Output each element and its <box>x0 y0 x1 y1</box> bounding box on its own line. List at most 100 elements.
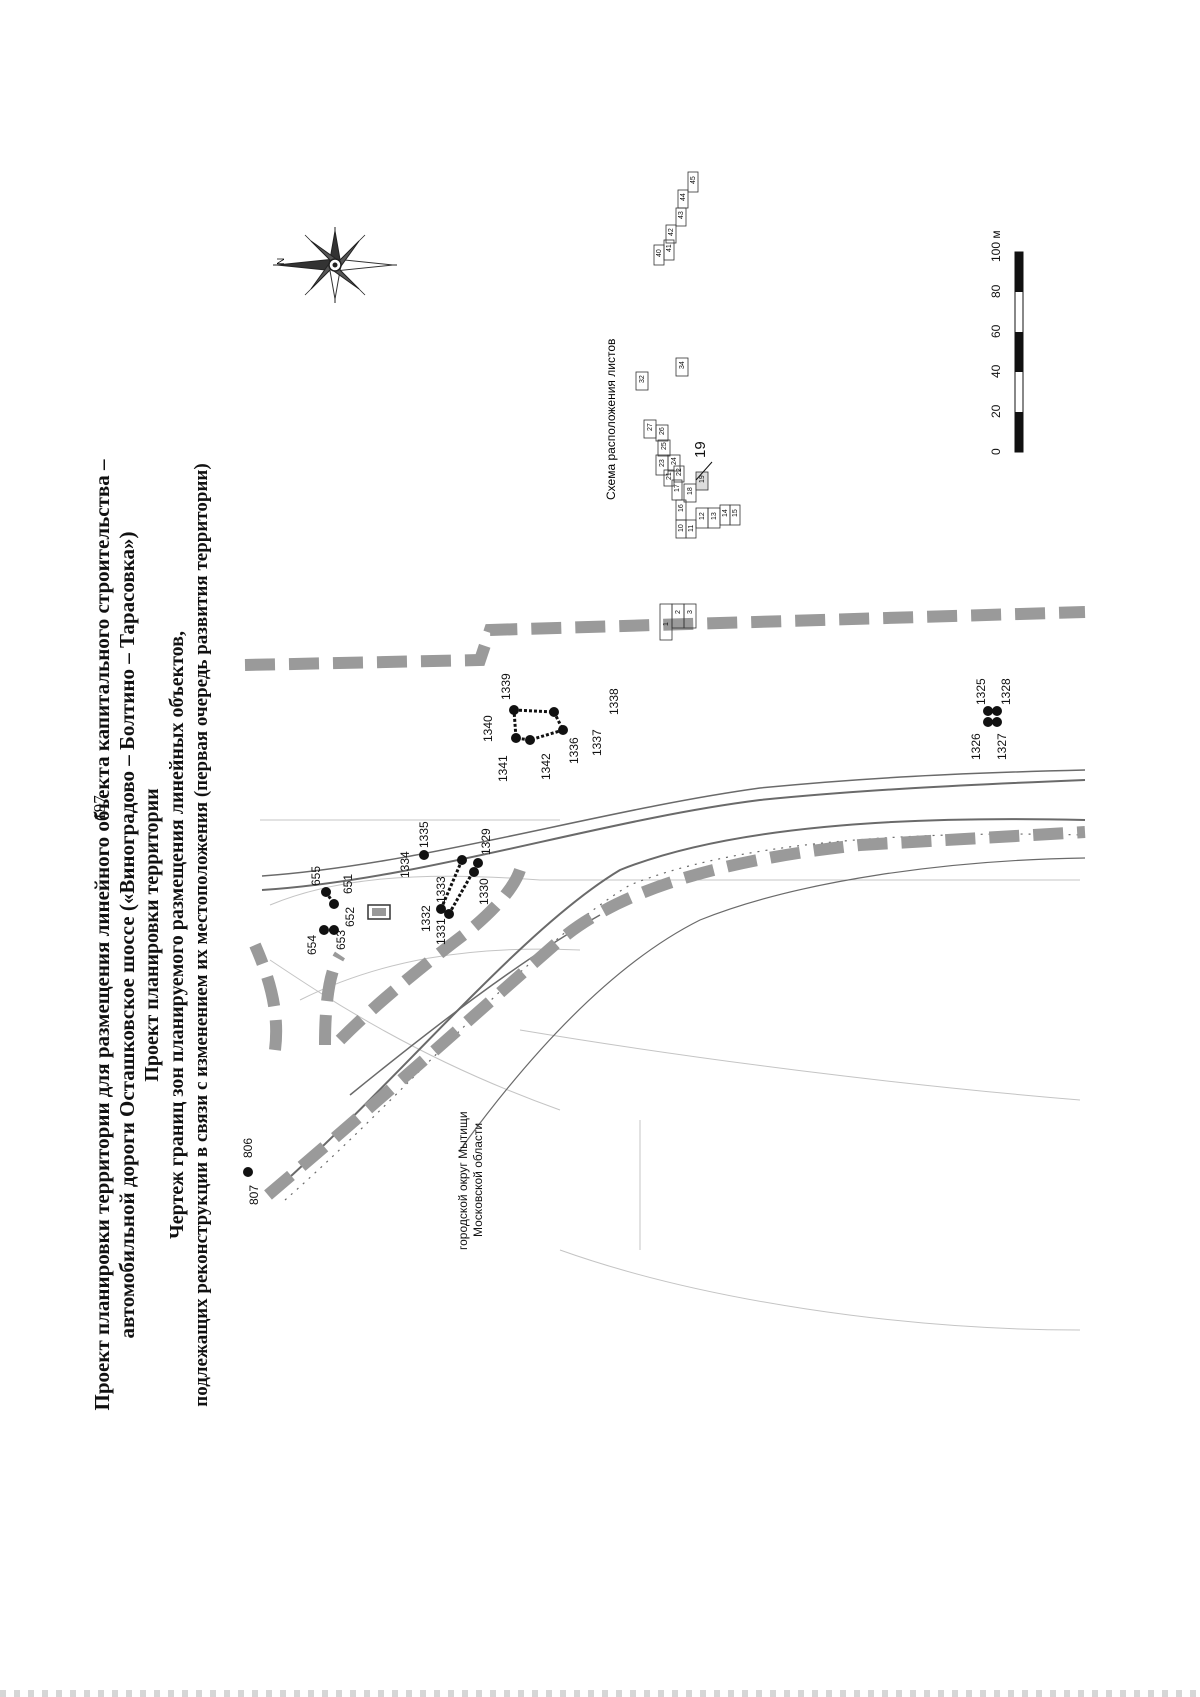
point-marker-1329 <box>473 858 483 868</box>
point-marker-1327 <box>992 717 1002 727</box>
point-label-1341: 1341 <box>496 755 510 782</box>
district-label-line-1: городской округ Мытищи <box>456 1111 470 1250</box>
district-label: городской округ Мытищи Московской област… <box>456 1111 485 1250</box>
point-marker-1335 <box>419 850 429 860</box>
sheet-cell-41 <box>663 239 675 261</box>
svg-text:12: 12 <box>699 512 706 520</box>
point-label-1330: 1330 <box>477 878 491 905</box>
point-label-806: 806 <box>241 1138 255 1158</box>
point-label-1339: 1339 <box>499 673 513 700</box>
sheet-cell-3 <box>683 603 697 629</box>
svg-text:23: 23 <box>659 459 666 467</box>
svg-text:19: 19 <box>699 475 706 483</box>
scale-tick-100: 100 м <box>989 230 1003 262</box>
point-marker-652 <box>329 925 339 935</box>
scale-segment-5 <box>1015 412 1023 452</box>
point-marker-1342 <box>525 735 535 745</box>
point-label-1333: 1333 <box>434 876 448 903</box>
svg-text:11: 11 <box>688 525 695 532</box>
sheet-cell-17 <box>671 479 683 501</box>
sheet-cell-34 <box>675 357 689 377</box>
svg-text:1: 1 <box>663 622 670 626</box>
point-label-654: 654 <box>305 935 319 955</box>
scale-bar <box>1014 251 1024 453</box>
point-marker-1340 <box>511 733 521 743</box>
svg-text:40: 40 <box>656 249 663 257</box>
svg-text:34: 34 <box>679 361 686 369</box>
point-label-1332: 1332 <box>419 905 433 932</box>
sheet-cell-11 <box>685 519 697 539</box>
point-marker-1326 <box>983 717 993 727</box>
point-label-655: 655 <box>309 866 323 886</box>
sheet-cell-22 <box>673 465 685 483</box>
point-marker-1328 <box>992 706 1002 716</box>
point-label-1337: 1337 <box>590 729 604 756</box>
point-label-1334: 1334 <box>398 851 412 878</box>
scale-tick-0: 0 <box>989 448 1003 455</box>
point-marker-1325 <box>983 706 993 716</box>
point-label-1325: 1325 <box>974 678 988 705</box>
svg-text:42: 42 <box>668 228 675 236</box>
scale-tick-60: 60 <box>989 324 1003 338</box>
svg-text:16: 16 <box>678 504 685 512</box>
scale-segment-1 <box>1015 252 1023 292</box>
point-label-1336: 1336 <box>567 737 581 764</box>
sheet-cell-32 <box>635 371 649 391</box>
svg-text:15: 15 <box>732 509 739 517</box>
svg-text:21: 21 <box>666 472 673 480</box>
sheet-cell-18 <box>683 483 697 503</box>
point-label-1342: 1342 <box>539 753 553 780</box>
background-lines <box>260 819 1081 1331</box>
zone-boundaries <box>244 606 1086 1200</box>
sheet-cell-15 <box>729 504 741 526</box>
point-labels: 807 806 654 655 653 652 651 1332 1331 13… <box>241 673 1013 1205</box>
scale-tick-80: 80 <box>989 284 1003 298</box>
svg-text:10: 10 <box>678 524 685 532</box>
sheet-cell-24 <box>667 454 681 472</box>
building-fill <box>372 908 386 916</box>
point-label-1326: 1326 <box>969 733 983 760</box>
svg-text:25: 25 <box>661 442 668 450</box>
point-marker-807 <box>243 1167 253 1177</box>
svg-text:3: 3 <box>687 610 694 614</box>
point-label-1328: 1328 <box>999 678 1013 705</box>
point-label-651: 651 <box>341 874 355 894</box>
point-label-807: 807 <box>247 1185 261 1205</box>
svg-text:32: 32 <box>639 375 646 383</box>
svg-text:14: 14 <box>722 509 729 517</box>
point-marker-651 <box>329 899 339 909</box>
svg-text:22: 22 <box>676 468 683 476</box>
point-label-1331: 1331 <box>434 918 448 945</box>
compass-rose <box>273 227 397 303</box>
point-label-1327: 1327 <box>995 733 1009 760</box>
svg-text:45: 45 <box>690 176 697 184</box>
sheet-cell-25 <box>657 439 671 457</box>
point-label-1335: 1335 <box>417 821 431 848</box>
scale-bar-ticks: 0 20 40 60 80 100 м <box>989 230 1003 455</box>
district-label-line-2: Московской области <box>471 1123 485 1237</box>
sheet-cell-27 <box>643 419 657 439</box>
svg-text:27: 27 <box>647 423 654 431</box>
current-sheet-callout: 19 <box>692 441 713 481</box>
svg-text:13: 13 <box>711 512 718 520</box>
scale-segment-3 <box>1015 332 1023 372</box>
scale-tick-40: 40 <box>989 364 1003 378</box>
svg-text:24: 24 <box>671 457 678 465</box>
svg-text:17: 17 <box>674 484 681 492</box>
scale-tick-20: 20 <box>989 404 1003 418</box>
svg-text:41: 41 <box>666 244 673 252</box>
svg-text:18: 18 <box>687 487 694 495</box>
building-symbol <box>367 904 391 920</box>
sheet-cell-45 <box>687 171 699 193</box>
point-label-653: 653 <box>334 930 348 950</box>
point-markers <box>243 705 1002 1177</box>
north-label: N <box>276 258 287 265</box>
sheet-cell-44 <box>677 189 689 209</box>
svg-text:26: 26 <box>659 427 666 435</box>
point-label-1340: 1340 <box>481 715 495 742</box>
svg-text:43: 43 <box>678 211 685 219</box>
point-connectors <box>324 708 566 932</box>
svg-text:2: 2 <box>675 610 682 614</box>
